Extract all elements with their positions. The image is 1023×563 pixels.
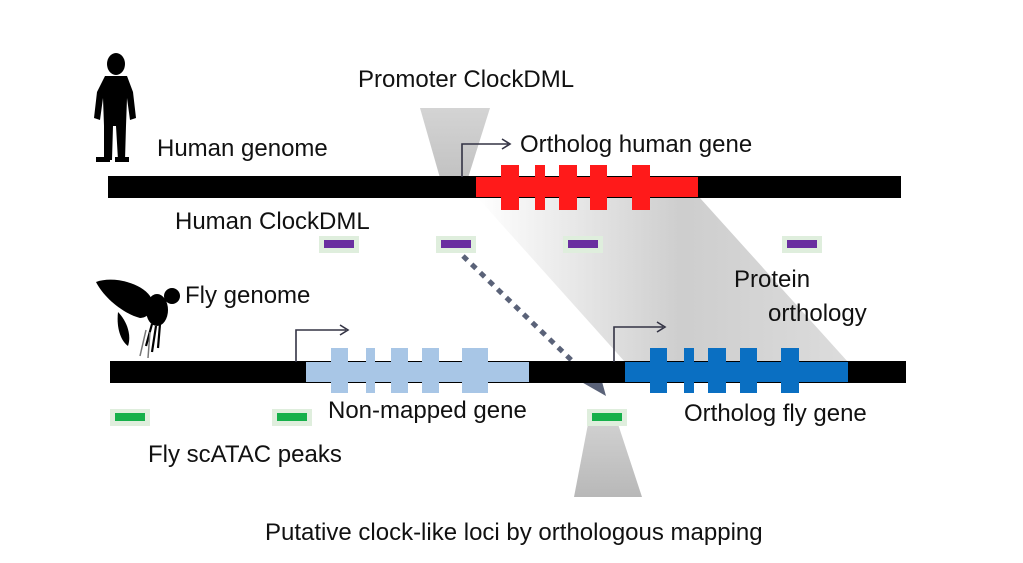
protein-orthology-label-line2: orthology	[768, 300, 867, 327]
fly-silhouette-icon	[96, 279, 180, 359]
non-mapped-gene	[306, 348, 529, 393]
fly-ortholog-tss-arrow	[613, 321, 667, 362]
fly-scatac-markers	[110, 409, 627, 426]
promoter-funnel	[420, 108, 490, 178]
human-genome-label: Human genome	[157, 135, 328, 162]
ortholog-human-gene-label: Ortholog human gene	[520, 131, 752, 158]
non-mapped-gene-label: Non-mapped gene	[328, 397, 527, 424]
protein-orthology-label-line1: Protein	[734, 266, 810, 293]
promoter-clockdml-label: Promoter ClockDML	[358, 66, 574, 93]
human-clockdml-label: Human ClockDML	[175, 208, 370, 235]
non-mapped-tss-arrow	[295, 324, 350, 362]
human-clockdml-markers	[319, 236, 822, 253]
ortholog-fly-gene	[625, 348, 848, 393]
fly-scatac-peaks-label: Fly scATAC peaks	[148, 441, 342, 468]
ortholog-human-gene	[476, 165, 698, 210]
human-tss-arrow	[461, 138, 512, 177]
human-silhouette-icon	[94, 53, 136, 162]
fly-genome-label: Fly genome	[185, 282, 310, 309]
putative-loci-funnel	[574, 424, 642, 497]
ortholog-fly-gene-label: Ortholog fly gene	[684, 400, 867, 427]
putative-loci-label: Putative clock-like loci by orthologous …	[265, 519, 763, 546]
